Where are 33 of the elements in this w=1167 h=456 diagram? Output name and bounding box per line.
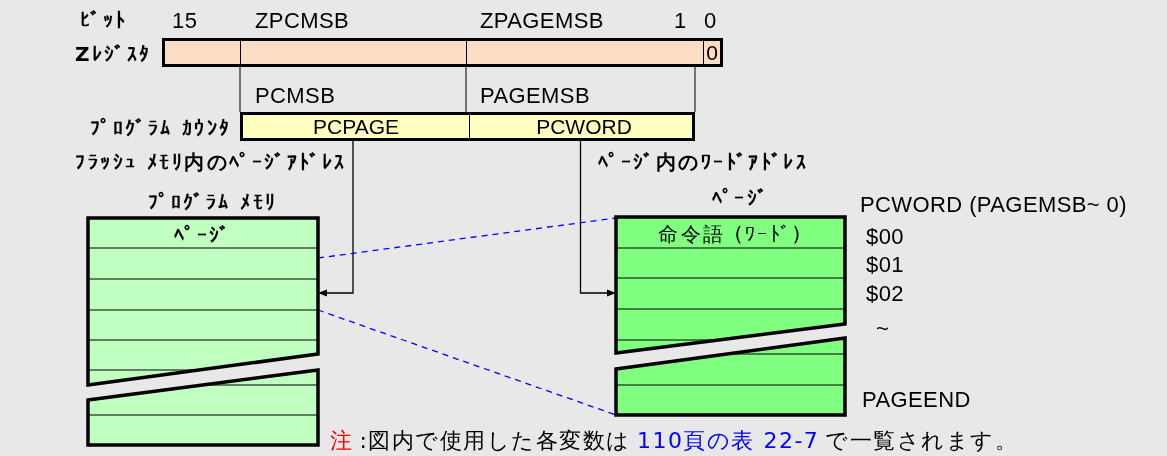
field-label: ~ (876, 318, 890, 340)
memory-heading: ﾍﾟｰｼﾞ (710, 188, 771, 208)
field-label: PCMSB (255, 85, 336, 107)
field-label: PAGEMSB (480, 85, 590, 107)
bit-value: 0 (706, 42, 718, 63)
arrow (317, 140, 354, 297)
row-label: ﾍﾟｰｼﾞ (173, 225, 233, 245)
field-label: ZPCMSB (255, 10, 350, 32)
edge-label: ﾍﾟｰｼﾞ内のﾜｰﾄﾞｱﾄﾞﾚｽ (598, 152, 808, 172)
arrow (579, 140, 617, 297)
zoom-guide-line (317, 309, 617, 416)
field-label: $00 (866, 226, 904, 248)
note-text: で一覧されます。 (825, 427, 1019, 455)
memory-heading: ﾌﾟﾛｸﾞﾗﾑ ﾒﾓﾘ (147, 192, 279, 212)
reference-link: 110頁の表 22-7 (636, 427, 820, 455)
field-label: ZPAGEMSB (480, 10, 604, 32)
field-label: PAGEEND (862, 389, 971, 411)
field-label: $02 (866, 283, 904, 305)
field-label: 15 (172, 10, 198, 32)
edge-label: ﾌﾗｯｼｭ ﾒﾓﾘ内のﾍﾟｰｼﾞｱﾄﾞﾚｽ (75, 152, 347, 172)
field-label: 0 (704, 10, 717, 32)
register-field: PCWORD (536, 116, 632, 137)
axis-label: ﾋﾞｯﾄ (80, 10, 128, 30)
zoom-guide-line (317, 217, 617, 259)
counter-label: ﾌﾟﾛｸﾞﾗﾑ ｶｳﾝﾀ (90, 118, 232, 138)
register-label: Zﾚｼﾞｽﾀ (75, 44, 152, 64)
note-marker: 注 (330, 427, 354, 455)
register-field: PCPAGE (313, 116, 399, 137)
field-label: 1 (674, 10, 687, 32)
field-label: $01 (866, 254, 904, 276)
note-text: :図内で使用した各変数は (359, 427, 631, 455)
field-label: PCWORD (PAGEMSB~ 0) (860, 194, 1127, 216)
row-label: 命令語 (ﾜｰﾄﾞ) (657, 224, 804, 244)
